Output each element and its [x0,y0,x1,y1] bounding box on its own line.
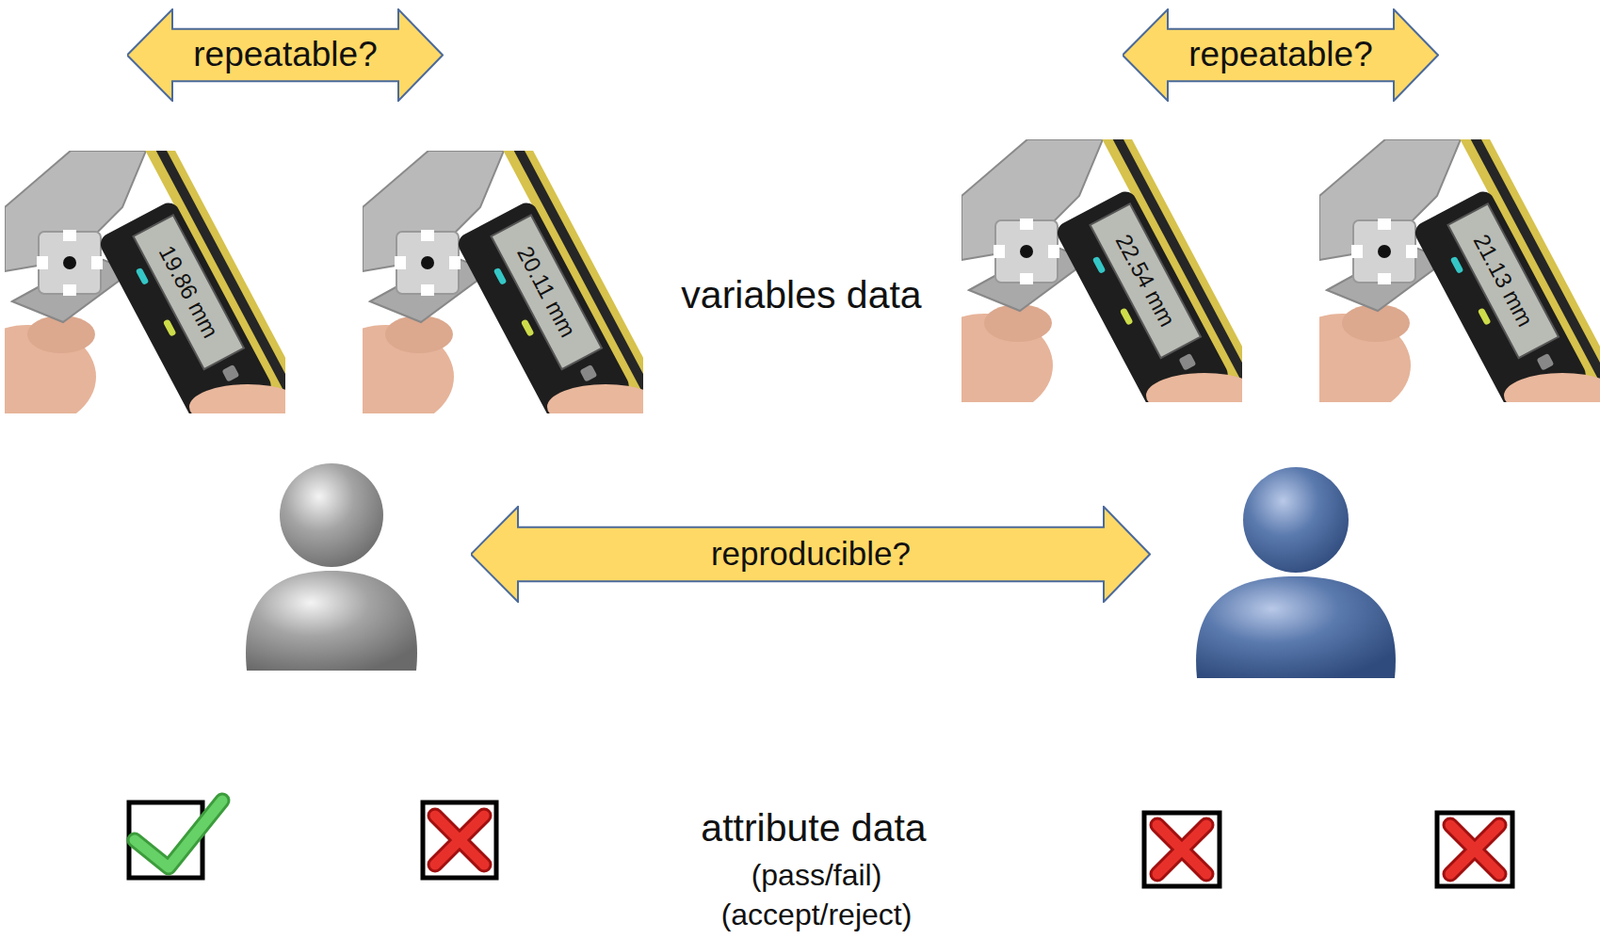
double-arrow: repeatable? [127,8,444,102]
section-label: attribute data [700,807,926,850]
section-label: variables data [680,274,922,317]
checkbox-fail [1144,812,1220,887]
arrow-label: repeatable? [193,35,377,75]
arrow-label: reproducible? [711,535,911,573]
section-note: (pass/fail) [751,858,883,892]
person-icon [245,463,418,671]
double-arrow: reproducible? [470,505,1151,603]
arrow-label: repeatable? [1188,35,1373,75]
checkbox-fail [1437,812,1513,887]
person-icon [1195,467,1396,679]
section-note: (accept/reject) [721,898,913,932]
checkbox-fail [422,802,497,878]
checkbox-pass [129,800,223,878]
double-arrow: repeatable? [1122,8,1439,102]
